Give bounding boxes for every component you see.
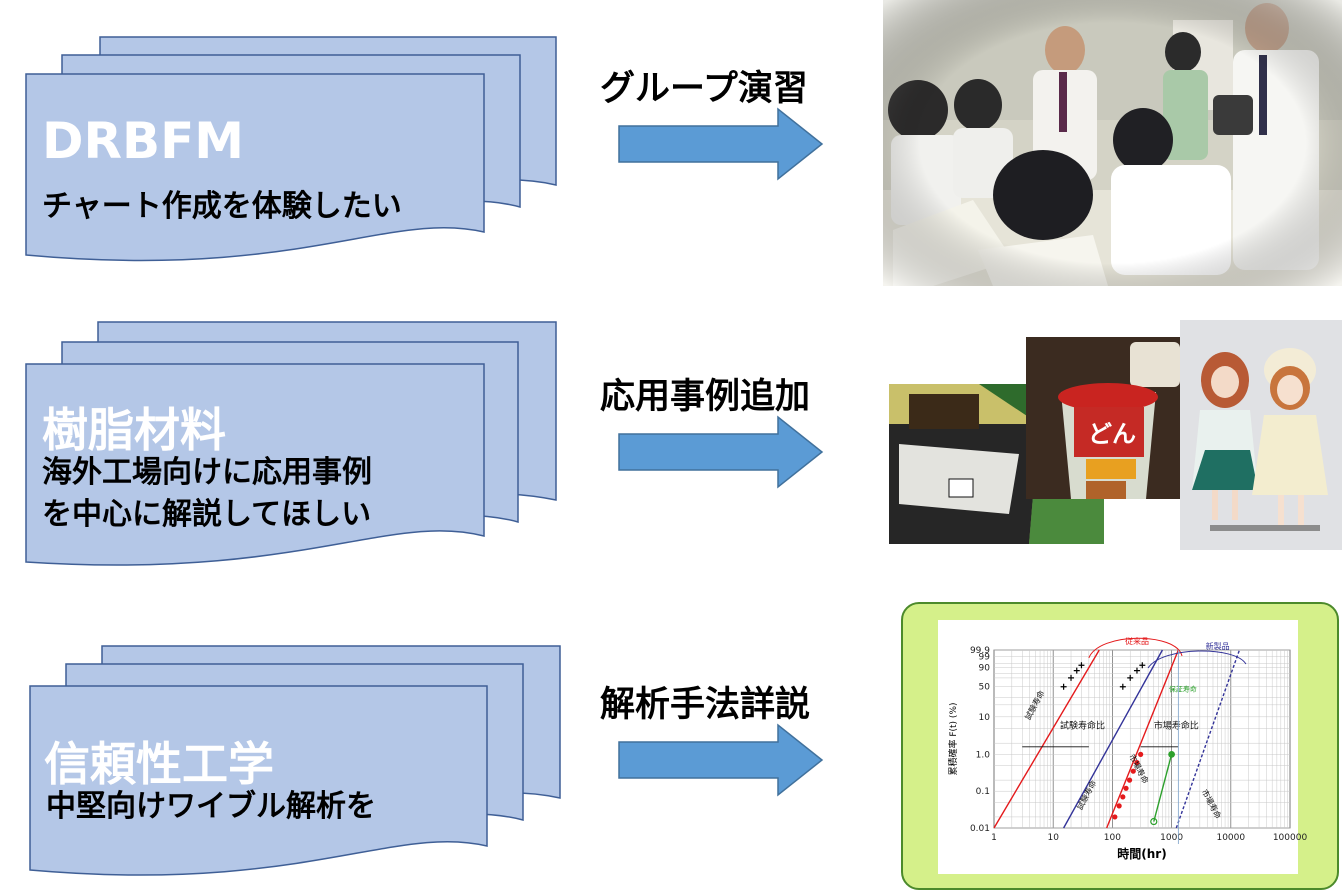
old-product-bracket xyxy=(1088,637,1183,659)
series-line xyxy=(1153,754,1173,822)
y-tick-label: 1.0 xyxy=(976,750,991,760)
series-line xyxy=(1175,649,1241,829)
y-tick-label: 0.01 xyxy=(970,824,990,834)
doc-title: DRBFM xyxy=(42,112,245,170)
x-tick-label: 10000 xyxy=(1216,833,1245,843)
data-point-marker xyxy=(1139,662,1146,669)
data-point-marker xyxy=(1119,683,1126,690)
row-reliability: 信頼性工学 中堅向けワイブル解析を 解析手法詳説 1 10 100 1000 10000… xyxy=(0,600,1342,894)
guarantee-life-label: 保証寿命 xyxy=(1169,685,1197,694)
data-point-marker xyxy=(1068,674,1075,681)
data-point-marker xyxy=(1133,667,1140,674)
data-point-marker xyxy=(1073,667,1080,674)
data-point-marker xyxy=(1116,803,1122,809)
y-tick-label: 90 xyxy=(979,664,991,674)
data-point-marker xyxy=(1168,750,1175,758)
y-axis-label: 累積確率 F(t) (%) xyxy=(947,702,959,775)
doc-subtitle: 中堅向けワイブル解析を xyxy=(46,789,376,824)
action-label: グループ演習 xyxy=(600,69,808,109)
data-point-marker xyxy=(1078,662,1085,669)
new-product-label: 新製品 xyxy=(1206,641,1230,651)
x-tick-label: 100000 xyxy=(1273,833,1308,843)
data-point-marker xyxy=(1134,759,1140,766)
cup-noodle-photo: どん xyxy=(1026,337,1180,499)
data-point-marker xyxy=(1126,777,1133,783)
weibull-chart: 1 10 100 1000 10000 100000 99.999 90 50 10 1.0 0.1 0… xyxy=(938,620,1307,874)
doc-subtitle: チャート作成を体験したい xyxy=(42,189,402,224)
y-tick-label: 99 xyxy=(979,652,991,662)
action-label: 解析手法詳説 xyxy=(600,685,811,725)
doc-title: 樹脂材料 xyxy=(42,403,226,457)
y-tick-label: 0.1 xyxy=(976,787,990,797)
action-label: 応用事例追加 xyxy=(600,377,811,417)
data-point-marker xyxy=(1060,683,1067,690)
x-tick-label: 100 xyxy=(1104,833,1121,843)
x-tick-label: 10 xyxy=(1047,833,1059,843)
svg-text:どん: どん xyxy=(1088,420,1136,448)
y-tick-label: 50 xyxy=(979,683,991,693)
row-resin: 樹脂材料 海外工場向けに応用事例 を中心に解説してほしい 応用事例追加 どん xyxy=(0,300,1342,590)
right-arrow-icon xyxy=(618,723,824,797)
y-tick-label: 10 xyxy=(979,713,991,723)
dolls-photo xyxy=(1180,320,1342,550)
series-line xyxy=(1106,649,1179,829)
document-stack-icon xyxy=(29,645,561,876)
right-arrow-icon xyxy=(618,415,824,489)
test-life-ratio-label: 試験寿命比 xyxy=(1060,719,1105,731)
data-point-marker xyxy=(1138,751,1144,757)
x-tick-label: 1 xyxy=(991,833,997,843)
y-tick-label: 99.9 xyxy=(970,646,990,656)
x-axis-label: 時間(hr) xyxy=(1117,846,1166,861)
data-point-marker xyxy=(1120,794,1126,800)
data-point-marker xyxy=(1112,814,1118,820)
document-stack-icon xyxy=(25,321,557,566)
doc-title: 信頼性工学 xyxy=(44,737,274,791)
x-tick-label: 1000 xyxy=(1160,833,1183,843)
series-line xyxy=(1063,649,1164,829)
field-life-ratio-label: 市場寿命比 xyxy=(1154,719,1199,731)
right-arrow-icon xyxy=(618,107,824,181)
data-point-marker xyxy=(1123,785,1129,791)
doc-subtitle-line-1: 海外工場向けに応用事例 xyxy=(42,455,372,490)
data-point-marker xyxy=(1150,817,1158,826)
data-point-marker xyxy=(1127,674,1134,681)
new-product-bracket xyxy=(1147,650,1247,669)
data-point-marker xyxy=(1130,768,1136,774)
series-line xyxy=(993,649,1100,829)
document-stack-icon xyxy=(25,36,557,262)
old-product-label: 従来品 xyxy=(1125,636,1149,646)
row-drbfm: DRBFM チャート作成を体験したい グループ演習 xyxy=(0,0,1342,300)
doc-subtitle-line-2: を中心に解説してほしい xyxy=(42,497,372,532)
group-exercise-photo xyxy=(883,0,1342,286)
